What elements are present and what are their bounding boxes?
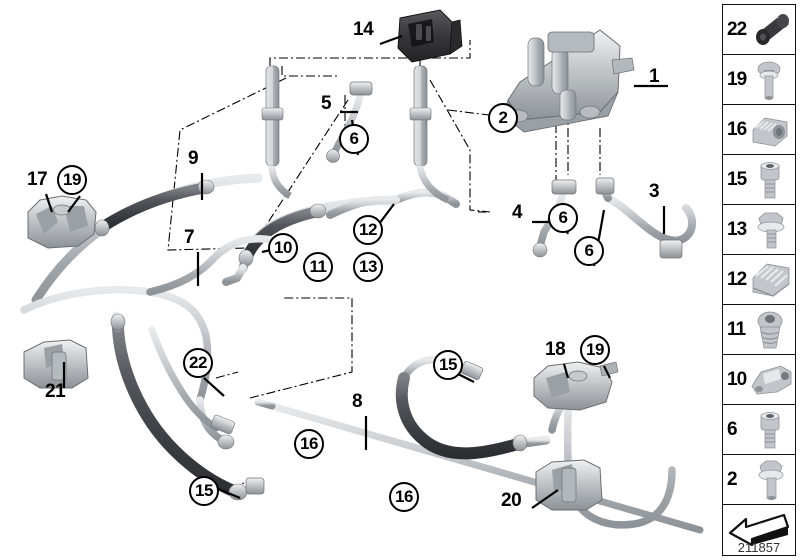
hose-lower-left	[110, 311, 265, 501]
legend-number: 22	[727, 18, 747, 40]
socket-bolt-icon	[747, 405, 795, 454]
callout-label-9: 9	[188, 148, 199, 169]
callout-label-1: 1	[649, 66, 660, 87]
legend-panel: 22 19 16 15 13	[722, 4, 796, 556]
callout-circle-6: 6	[574, 236, 604, 266]
callout-circle-19: 19	[580, 335, 610, 365]
legend-number: 12	[727, 268, 747, 290]
callout-circle-11: 11	[303, 252, 333, 282]
pipe-clip-icon	[747, 105, 795, 154]
legend-row-12: 12	[723, 255, 795, 305]
legend-row-22: 22	[723, 5, 795, 55]
callout-circle-12: 12	[353, 215, 383, 245]
legend-number: 11	[727, 318, 746, 340]
diagram-part-number: 211857	[737, 540, 781, 555]
callout-circle-16: 16	[294, 429, 324, 459]
callout-label-17: 17	[27, 169, 48, 190]
legend-row-arrow	[723, 505, 795, 555]
pipe-part-8	[254, 398, 704, 534]
callout-label-5: 5	[321, 93, 332, 114]
bracket-part-18	[533, 361, 619, 411]
torx-screw-icon	[747, 305, 795, 354]
bracket-clamp-icon	[747, 355, 795, 404]
legend-number: 19	[727, 68, 747, 90]
callout-circle-6: 6	[548, 203, 578, 233]
legend-row-19: 19	[723, 55, 795, 105]
strut-cylinder-right	[409, 65, 450, 204]
legend-number: 10	[727, 368, 747, 390]
pipe-part-3	[595, 177, 697, 259]
direction-arrow-icon	[723, 505, 795, 555]
hose-part-9	[31, 173, 263, 305]
callout-label-8: 8	[352, 391, 363, 412]
hex-bolt-icon	[747, 455, 795, 504]
ribbed-clip-icon	[747, 255, 795, 304]
legend-number: 15	[727, 168, 747, 190]
rubber-sleeve-icon	[747, 5, 795, 54]
flange-bolt-icon	[747, 55, 795, 104]
legend-row-13: 13	[723, 205, 795, 255]
clip-part-21	[23, 339, 89, 389]
strut-cylinder-left	[261, 65, 292, 200]
clamp-part-20	[535, 459, 603, 511]
callout-circle-13: 13	[353, 252, 383, 282]
callout-label-4: 4	[512, 202, 523, 223]
legend-row-10: 10	[723, 355, 795, 405]
legend-number: 2	[727, 468, 738, 490]
callout-label-21: 21	[45, 381, 66, 402]
hex-flange-bolt-icon	[747, 205, 795, 254]
callout-label-20: 20	[501, 490, 522, 511]
callout-circle-16: 16	[389, 482, 419, 512]
callout-circle-22: 22	[183, 348, 213, 378]
legend-row-2: 2	[723, 455, 795, 505]
legend-number: 13	[727, 218, 747, 240]
legend-number: 16	[727, 118, 747, 140]
callout-circle-2: 2	[488, 103, 518, 133]
callout-circle-10: 10	[268, 233, 298, 263]
legend-row-16: 16	[723, 105, 795, 155]
callout-circle-15: 15	[433, 350, 463, 380]
callout-circle-15: 15	[189, 476, 219, 506]
hose-lower-right	[395, 355, 551, 460]
callout-label-14: 14	[353, 19, 374, 40]
callout-label-7: 7	[184, 227, 195, 248]
callout-label-18: 18	[545, 339, 566, 360]
callout-label-3: 3	[649, 181, 660, 202]
legend-row-11: 11	[723, 305, 795, 355]
callout-circle-6: 6	[339, 124, 369, 154]
callout-circle-19: 19	[57, 165, 87, 195]
bracket-part-14	[397, 9, 463, 63]
legend-row-6: 6	[723, 405, 795, 455]
pipe-part-22	[148, 326, 235, 435]
legend-row-15: 15	[723, 155, 795, 205]
legend-number: 6	[727, 418, 738, 440]
socket-bolt-icon	[747, 155, 795, 204]
bracket-part-17	[27, 195, 97, 249]
valve-block-part-1	[503, 29, 635, 133]
